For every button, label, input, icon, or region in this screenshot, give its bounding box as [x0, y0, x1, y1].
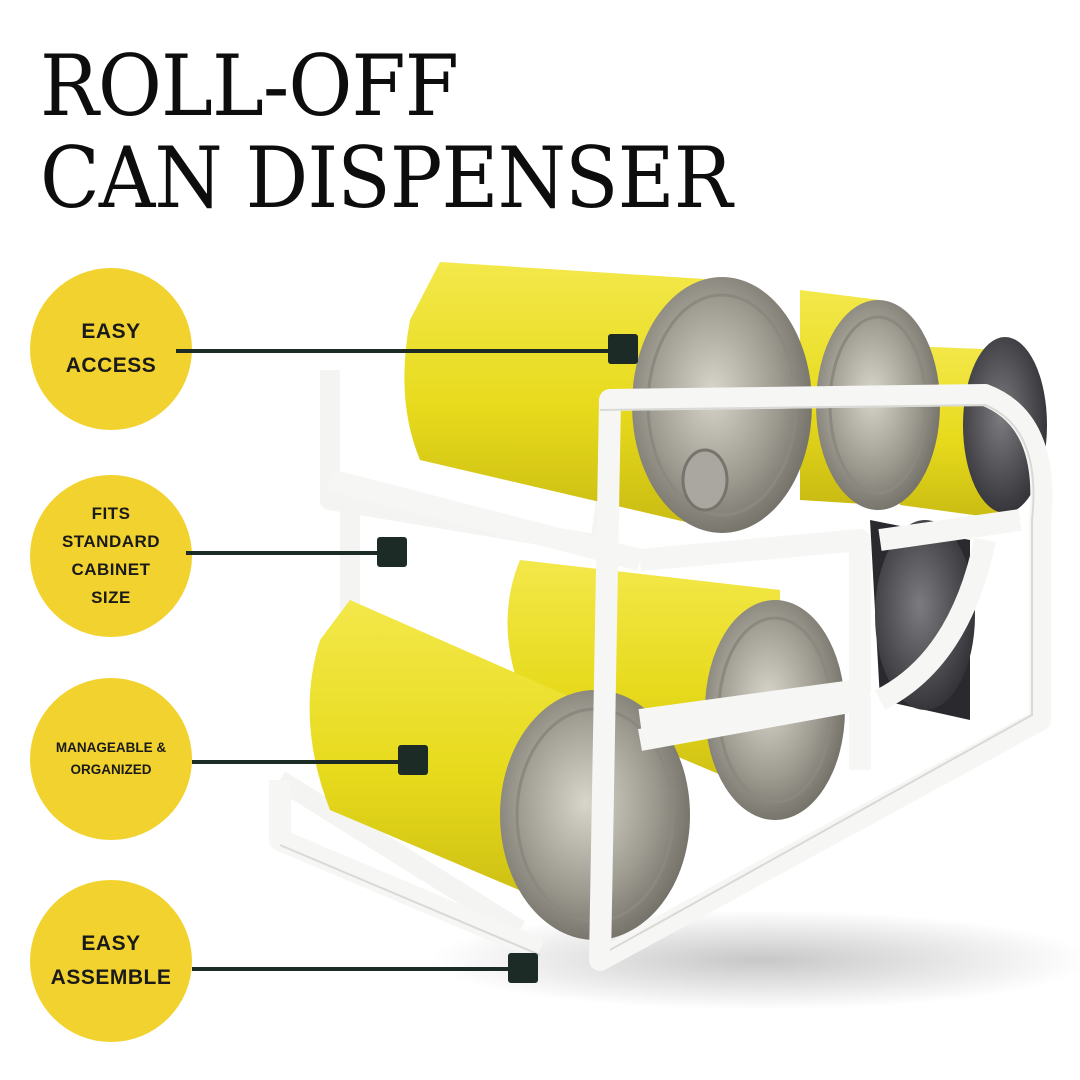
feature-label: SIZE [91, 588, 131, 607]
feature-badge-fits-standard-cabinet-size: FITS STANDARD CABINET SIZE [30, 475, 192, 637]
feature-label: EASY [81, 932, 141, 955]
leader-line-easy-access [176, 349, 612, 353]
feature-label: ASSEMBLE [50, 966, 172, 989]
feature-badge-manageable-organized: MANAGEABLE & ORGANIZED [30, 678, 192, 840]
feature-label: EASY [81, 320, 141, 343]
feature-badge-easy-access: EASY ACCESS [30, 268, 192, 430]
rack-front [269, 384, 1053, 971]
feature-label: CABINET [71, 560, 151, 579]
feature-label: STANDARD [61, 532, 161, 551]
feature-label: ACCESS [65, 354, 157, 377]
anchor-marker-easy-assemble [508, 953, 538, 983]
leader-line-easy-assemble [192, 967, 510, 971]
product-image [269, 262, 1080, 1010]
anchor-marker-easy-access [608, 334, 638, 364]
page-title: ROLL-OFF CAN DISPENSER [40, 37, 733, 227]
title-line-1: ROLL-OFF [40, 37, 459, 135]
feature-label: FITS [91, 504, 131, 523]
leader-line-manageable [192, 760, 400, 764]
feature-label: ORGANIZED [70, 762, 152, 777]
anchor-marker-manageable [398, 745, 428, 775]
rack-front-edge [279, 403, 1035, 956]
title-line-2: CAN DISPENSER [40, 129, 733, 227]
anchor-marker-fits-cabinet [377, 537, 407, 567]
leader-line-fits-cabinet [186, 551, 382, 555]
feature-label: MANAGEABLE & [55, 740, 167, 755]
feature-badge-easy-assemble: EASY ASSEMBLE [30, 880, 192, 1042]
